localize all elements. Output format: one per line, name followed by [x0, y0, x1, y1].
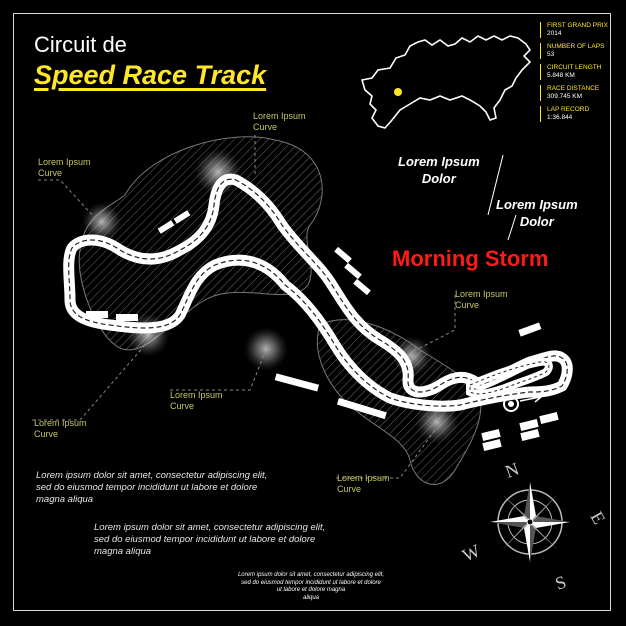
stat-first-grand-prix: FIRST GRAND PRIX 2014	[540, 22, 610, 38]
compass-n: N	[503, 459, 522, 482]
stat-lap-record: LAP RECORD 1:36.844	[540, 106, 610, 122]
stat-value: 2014	[547, 30, 562, 37]
stat-value: 5.848 KM	[547, 72, 575, 79]
curve-label-line: Lorem Ipsum	[253, 111, 306, 121]
stat-race-distance: RACE DISTANCE 309.745 KM	[540, 85, 610, 101]
title-line-1: Circuit de	[34, 32, 127, 57]
start-marker-dot	[508, 401, 514, 407]
dolor-line: Lorem Ipsum	[398, 154, 480, 169]
paragraph: Lorem ipsum dolor sit amet, consectetur …	[94, 522, 325, 558]
stat-value: 1:36.844	[547, 114, 573, 121]
compass-e: E	[587, 508, 610, 528]
curve-label-line: Lorem Ipsum	[337, 473, 390, 483]
stat-label: FIRST GRAND PRIX	[547, 22, 608, 29]
stat-label: RACE DISTANCE	[547, 85, 600, 92]
start-marker	[503, 396, 519, 412]
curve-label: Lorem Ipsum Curve	[34, 418, 87, 440]
zone-hatch-upper	[78, 136, 323, 351]
compass-w: W	[459, 540, 483, 565]
footer-text: Lorem ipsum dolor sit amet, consectetur …	[226, 572, 396, 602]
frame-border	[13, 13, 611, 611]
page-title: Speed Race Track	[34, 60, 267, 90]
dolor-block: Lorem Ipsum Dolor	[496, 196, 578, 230]
curve-glow	[82, 202, 122, 242]
curve-glow	[244, 327, 288, 371]
track-inner-loop-dash	[469, 361, 550, 395]
paragraph-line: magna aliqua	[36, 494, 94, 505]
headline: Morning Storm	[392, 246, 549, 271]
stat-value: 309.745 KM	[547, 93, 583, 100]
curve-label-line: Lorem Ipsum	[34, 418, 87, 428]
stat-value: 53	[547, 51, 555, 58]
stat-number-of-laps: NUMBER OF LAPS 53	[540, 43, 610, 59]
divider-line	[507, 214, 517, 241]
paragraph-line: sed do eiusmod tempor incididunt ut labo…	[94, 534, 316, 545]
footer-line: sed do eiusmod tempor incididunt ut labo…	[241, 579, 381, 586]
paragraph-line: sed do eiusmod tempor incididunt ut labo…	[36, 482, 258, 493]
curve-label-line: Curve	[170, 401, 195, 411]
curve-label: Lorem Ipsum Curve	[253, 111, 306, 133]
paragraph-line: Lorem ipsum dolor sit amet, consectetur …	[94, 522, 326, 533]
paragraph-line: Lorem ipsum dolor sit amet, consectetur …	[36, 470, 268, 481]
curve-label-line: Curve	[38, 168, 63, 178]
footer-line: ut labore et dolore magna	[276, 587, 346, 593]
curve-label-line: Curve	[34, 429, 59, 439]
stat-label: NUMBER OF LAPS	[547, 43, 605, 50]
dolor-block: Lorem Ipsum Dolor	[398, 153, 480, 187]
curve-label-line: Curve	[253, 122, 278, 132]
curve-label: Lorem Ipsum Curve	[170, 390, 223, 412]
curve-label: Lorem Ipsum Curve	[455, 289, 508, 311]
location-marker	[394, 88, 402, 96]
circuit-stats: FIRST GRAND PRIX 2014 NUMBER OF LAPS 53 …	[540, 22, 610, 127]
compass-s: S	[553, 572, 569, 594]
direction-arrow	[519, 392, 543, 403]
footer-line: Lorem ipsum dolor sit amet, consectetur …	[237, 572, 385, 578]
compass-rose	[490, 482, 570, 562]
barriers	[86, 210, 559, 452]
dolor-line: Dolor	[519, 214, 554, 229]
race-track-line	[63, 173, 573, 412]
divider-line	[487, 154, 504, 216]
footer-line: aliqua	[302, 594, 319, 601]
leader-lines	[32, 135, 456, 479]
curve-label-line: Curve	[337, 484, 362, 494]
country-outline-map	[360, 35, 532, 129]
stat-circuit-length: CIRCUIT LENGTH 5.848 KM	[540, 64, 610, 80]
dolor-line: Dolor	[421, 171, 456, 186]
paragraph: Lorem ipsum dolor sit amet, consectetur …	[36, 470, 267, 506]
stat-label: LAP RECORD	[547, 106, 590, 113]
curve-label-line: Curve	[455, 300, 480, 310]
curve-label-line: Lorem Ipsum	[38, 157, 91, 167]
dolor-line: Lorem Ipsum	[496, 197, 578, 212]
stat-label: CIRCUIT LENGTH	[547, 64, 602, 71]
curve-label: Lorem Ipsum Curve	[38, 157, 91, 179]
curve-label-line: Lorem Ipsum	[455, 289, 508, 299]
curve-label-line: Lorem Ipsum	[170, 390, 223, 400]
curve-label: Lorem Ipsum Curve	[337, 473, 390, 495]
paragraph-line: magna aliqua	[94, 546, 152, 557]
